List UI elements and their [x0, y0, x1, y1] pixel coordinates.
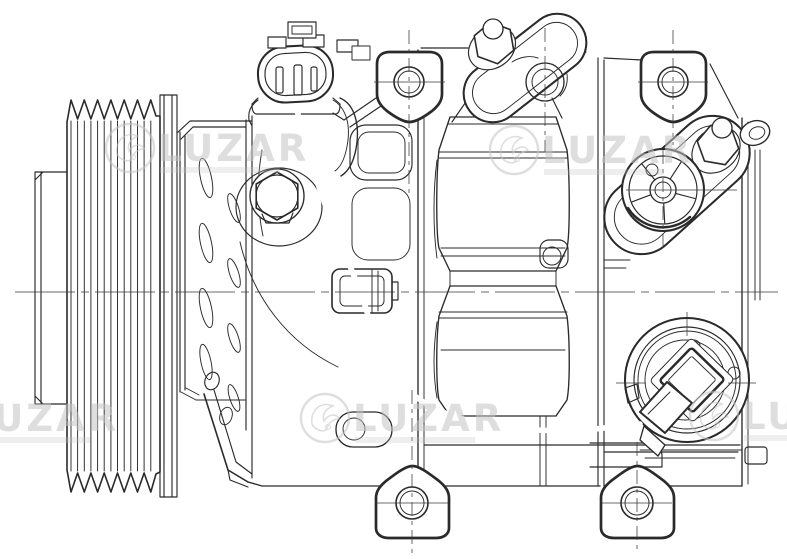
cylinder-block [417, 116, 741, 487]
wire-harness [294, 107, 643, 434]
electrical-connector [251, 21, 371, 177]
front-foot-bracket [203, 371, 253, 488]
coil-connector-wedge [638, 380, 694, 457]
brand-watermark: LUZAR [0, 397, 119, 443]
brand-watermark: LUZAR [488, 124, 693, 176]
coil-side-tab [624, 383, 640, 404]
connector-lock-tab [267, 36, 287, 49]
suction-bolt-stem [482, 18, 504, 40]
mounting-lug-bottom-left [374, 464, 451, 540]
belt-pulley [34, 94, 178, 498]
watermarks: LUZAR LUZAR LUZAR LUZAR LUZAR [0, 122, 787, 444]
brand-watermark: LUZAR [299, 392, 504, 444]
pulley-hub [34, 171, 68, 405]
watermark-text: LUZAR [542, 129, 693, 172]
watermark-text: LUZAR [742, 395, 787, 438]
mounting-ear-top-right [639, 50, 708, 124]
discharge-port-flange [603, 114, 771, 256]
casting-pocket-lower [351, 187, 411, 261]
brand-watermark: LUZAR [104, 122, 309, 174]
cylinder-lower-band [436, 285, 570, 417]
discharge-stub [739, 119, 771, 147]
watermark-text: LUZAR [0, 397, 119, 440]
block-plug [539, 239, 569, 269]
mounting-lug-bottom-right [599, 464, 676, 540]
oil-plug [235, 167, 323, 247]
pulley-groove-lines [70, 120, 152, 472]
oil-plug-hex [255, 171, 299, 221]
boss-spokes [631, 161, 696, 224]
centerlines [15, 28, 778, 554]
brand-watermark: LUZAR [688, 390, 787, 442]
discharge-bolt-stem [711, 117, 733, 139]
connector-conduit [339, 97, 359, 177]
clutch-rotor [176, 115, 253, 479]
pulley-back-flange [159, 94, 178, 498]
compressor-line-art [34, 12, 771, 540]
watermark-text: LUZAR [158, 127, 309, 170]
suction-port-flange [451, 12, 588, 124]
rear-housing [589, 57, 768, 487]
rear-step-bracket [744, 446, 768, 465]
casting-pocket-upper [349, 124, 413, 181]
watermark-text: LUZAR [353, 397, 504, 440]
mounting-ear-top-left [375, 50, 444, 124]
clutch-coil-cover [623, 316, 751, 444]
connector-pins [275, 64, 318, 96]
